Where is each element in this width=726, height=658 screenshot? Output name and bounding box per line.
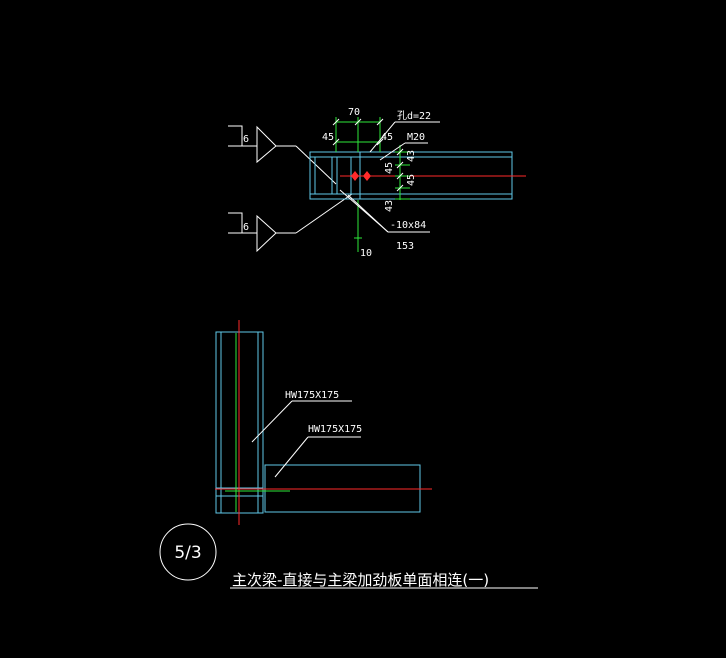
plate-thickness: 10	[360, 248, 372, 259]
hole-label: 孔d=22	[397, 110, 431, 122]
column-section-label: HW175X175	[285, 390, 339, 401]
plan-view: HW175X175 HW175X175	[215, 320, 432, 525]
dim-45-mid2: 45	[406, 174, 417, 186]
dimension-ticks	[332, 118, 404, 192]
weld-symbol-bottom	[228, 193, 353, 253]
dim-43-top: 43	[406, 150, 417, 162]
dim-45-right: 45	[381, 132, 393, 143]
bolt-markers	[351, 171, 371, 181]
weld-size-top: 6	[243, 134, 249, 145]
dim-45-left: 45	[322, 132, 334, 143]
weld-size-bottom: 6	[243, 222, 249, 233]
section-view: 6 6	[228, 107, 526, 259]
weld-symbol-top	[228, 125, 337, 185]
plan-leaders	[251, 400, 361, 478]
plate-label: -10x84	[390, 220, 426, 231]
plate-width: 153	[396, 241, 414, 252]
detail-title: 主次梁-直接与主梁加劲板单面相连(一)	[232, 571, 489, 589]
beam-section-label: HW175X175	[308, 424, 362, 435]
detail-title-block: 5/3 主次梁-直接与主梁加劲板单面相连(一)	[159, 523, 538, 589]
dim-45-mid1: 45	[384, 162, 395, 174]
detail-number-circle	[159, 523, 217, 581]
plan-stiffener	[225, 333, 290, 512]
dim-43-bottom: 43	[384, 200, 395, 212]
leader-lines	[339, 121, 440, 233]
dim-70: 70	[348, 107, 360, 118]
detail-number: 5/3	[174, 543, 201, 563]
bolt-label: M20	[407, 132, 425, 143]
